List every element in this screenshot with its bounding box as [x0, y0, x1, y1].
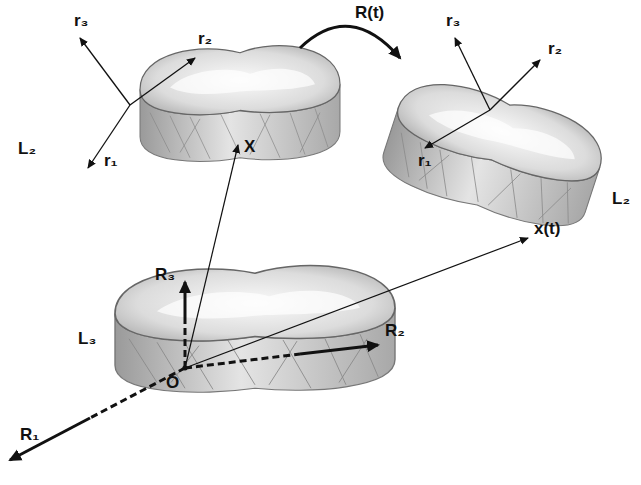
axis-label: R₃: [155, 266, 175, 285]
axis-label: r₂: [548, 40, 562, 59]
axis-label: x(t): [534, 220, 560, 239]
axis-label: r₂: [198, 30, 212, 49]
axis-label: L₃: [78, 330, 96, 349]
axis-label: r₃: [74, 12, 88, 31]
axis-label: L₂: [18, 140, 36, 159]
axis-label: R₂: [385, 322, 405, 341]
axis-label: X: [244, 138, 255, 157]
axis-label: R(t): [355, 4, 384, 23]
axis-label: r₃: [446, 12, 460, 31]
axis-label: r₁: [418, 152, 432, 171]
axis-label: R₁: [20, 426, 39, 445]
axis-label: r₁: [104, 152, 118, 171]
axis-label: L₂: [612, 190, 630, 209]
axis-label: O: [166, 374, 179, 393]
